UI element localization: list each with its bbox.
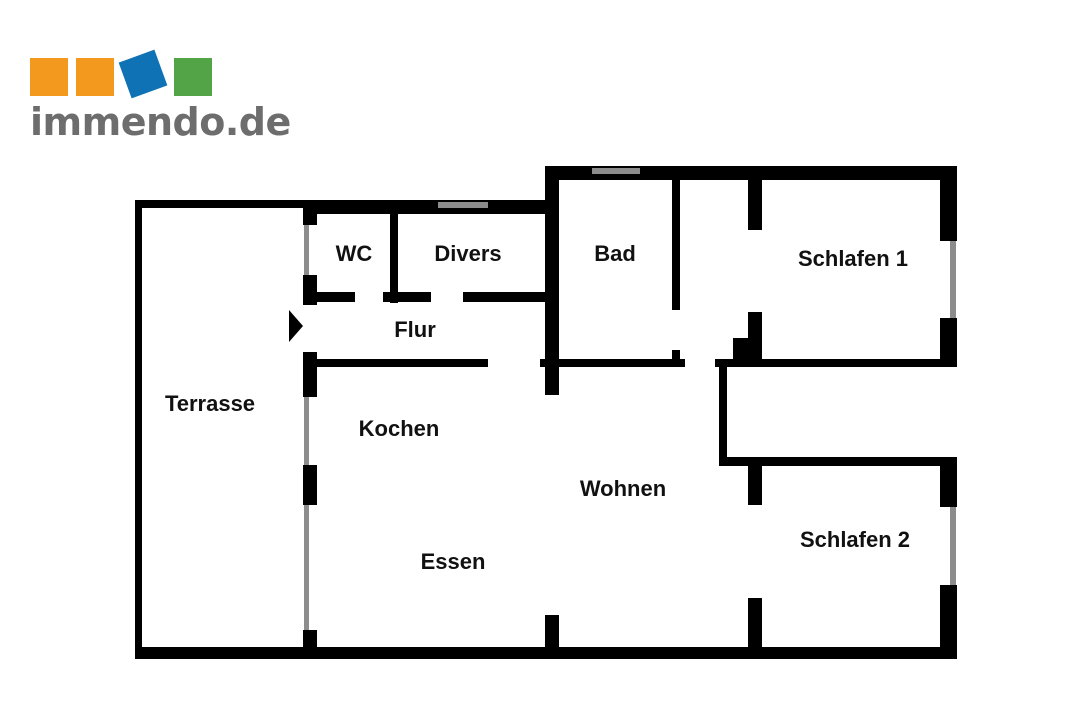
logo-square-orange-2 (76, 58, 114, 96)
wall-s1-right-2 (940, 318, 957, 367)
window-wc (304, 225, 309, 275)
wall-bad-right (672, 180, 680, 310)
wall-s1-bottom (715, 359, 957, 367)
wall-recess-bottom (719, 457, 957, 466)
windows (304, 168, 956, 630)
wall-terrace-left (135, 200, 142, 659)
walls (135, 166, 957, 659)
wall-top-wc-divers (303, 200, 558, 214)
wall-bad-right-stub (672, 350, 680, 362)
wall-flur-top-3 (463, 292, 548, 302)
wall-wc-divers (390, 205, 398, 303)
wall-terrace-top (135, 200, 305, 208)
label-essen: Essen (421, 549, 486, 574)
label-terrasse: Terrasse (165, 391, 255, 416)
label-bad: Bad (594, 241, 636, 266)
label-kochen: Kochen (359, 416, 440, 441)
wall-flur-bottom-2 (540, 359, 685, 367)
wall-flur-top-1 (310, 292, 355, 302)
wall-top-bad (545, 166, 957, 180)
wall-left-5 (303, 630, 317, 659)
wall-bad-left-stub (545, 360, 559, 395)
room-labels: WC Divers Bad Schlafen 1 Flur Terrasse K… (165, 241, 910, 574)
label-divers: Divers (434, 241, 501, 266)
wall-s1-right-1 (940, 166, 957, 241)
entrance-arrow-icon (289, 310, 303, 342)
company-logo: immendo.de (0, 0, 300, 150)
logo-square-orange-1 (30, 58, 68, 96)
window-kochen (304, 397, 309, 465)
window-essen (304, 505, 309, 630)
wall-s2-left-1 (748, 460, 762, 505)
wall-flur-top-2 (383, 292, 431, 302)
wall-s1-left-1 (748, 180, 762, 230)
label-wohnen: Wohnen (580, 476, 666, 501)
wall-left-4 (303, 465, 317, 505)
logo-square-green (174, 58, 212, 96)
label-schlafen2: Schlafen 2 (800, 527, 910, 552)
wall-flur-bottom-1 (310, 359, 488, 367)
wall-left-1 (303, 200, 317, 225)
wall-s2-left-2 (748, 598, 762, 659)
wall-wohnen-stub (545, 615, 559, 659)
wall-s1-corner (733, 338, 762, 362)
wall-left-3 (303, 352, 317, 397)
label-wc: WC (336, 241, 373, 266)
label-schlafen1: Schlafen 1 (798, 246, 908, 271)
logo-squares (30, 49, 212, 99)
wall-s2-right-1 (940, 457, 957, 507)
wall-recess-left (719, 360, 727, 465)
window-schlafen1 (950, 241, 956, 318)
logo-text: immendo.de (30, 100, 291, 144)
window-divers (438, 202, 488, 208)
wall-s2-right-2 (940, 585, 957, 659)
window-schlafen2 (950, 507, 956, 585)
window-bad (592, 168, 640, 174)
label-flur: Flur (394, 317, 436, 342)
logo-square-blue (118, 49, 168, 99)
wall-bad-left (545, 166, 559, 366)
